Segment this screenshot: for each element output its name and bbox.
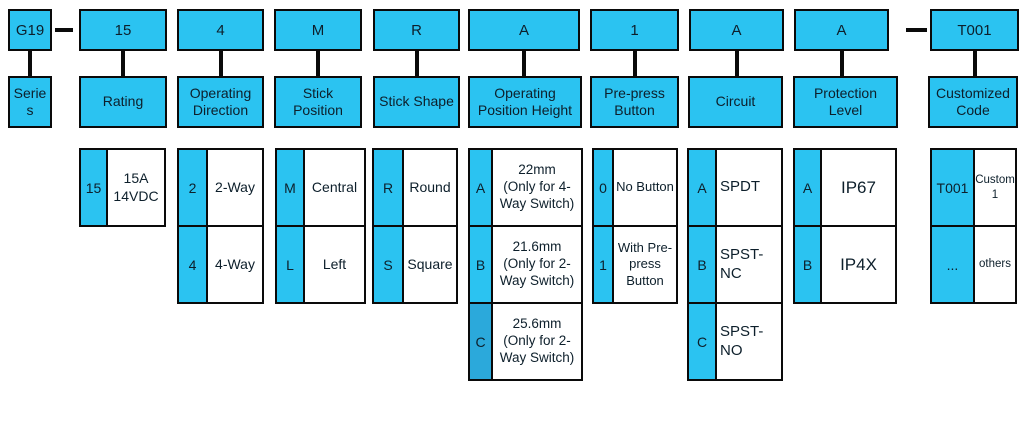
option-desc-operating-position-height-1: 21.6mm (Only for 2-Way Switch): [493, 227, 581, 302]
label-series: Series: [8, 76, 52, 128]
option-desc-stick-shape-1: Square: [404, 227, 456, 302]
code-box-protection-level: A: [794, 9, 889, 51]
connector-stub-circuit: [734, 50, 739, 76]
option-code-operating-position-height-2: C: [470, 304, 493, 379]
code-box-operating-direction: 4: [177, 9, 264, 51]
option-code-stick-position-0: M: [277, 150, 305, 225]
option-code-circuit-0: A: [689, 150, 717, 225]
option-code-protection-level-0: A: [795, 150, 822, 225]
option-desc-customized-code-0: Custom 1: [975, 150, 1015, 225]
option-desc-circuit-1: SPST-NC: [717, 227, 781, 302]
option-desc-stick-position-1: Left: [305, 227, 364, 302]
option-code-customized-code-1: ...: [932, 227, 975, 302]
code-box-pre-press-button: 1: [590, 9, 679, 51]
option-code-operating-direction-0: 2: [179, 150, 208, 225]
option-desc-customized-code-1: others: [975, 227, 1015, 302]
option-code-stick-shape-1: S: [374, 227, 404, 302]
option-code-operating-direction-1: 4: [179, 227, 208, 302]
option-code-customized-code-0: T001: [932, 150, 975, 225]
option-code-circuit-2: C: [689, 304, 717, 379]
code-box-stick-position: M: [274, 9, 362, 51]
option-desc-operating-position-height-2: 25.6mm (Only for 2-Way Switch): [493, 304, 581, 379]
code-box-series: G19: [8, 9, 52, 51]
code-box-operating-position-height: A: [468, 9, 580, 51]
option-desc-rating-0: 15A 14VDC: [108, 150, 164, 225]
option-code-operating-position-height-1: B: [470, 227, 493, 302]
option-desc-pre-press-button-0: No Button: [614, 150, 676, 225]
option-row-customized-code-1: ...others: [932, 227, 1015, 302]
connector-stub-stick-position: [316, 50, 320, 76]
code-box-rating: 15: [79, 9, 167, 51]
label-operating-position-height: Operating Position Height: [468, 76, 582, 128]
label-stick-shape: Stick Shape: [373, 76, 460, 128]
option-desc-operating-position-height-0: 22mm (Only for 4-Way Switch): [493, 150, 581, 225]
option-code-rating-0: 15: [81, 150, 108, 225]
option-desc-pre-press-button-1: With Pre-press Button: [614, 227, 676, 302]
label-operating-direction: Operating Direction: [177, 76, 264, 128]
connector-dash-0: [55, 28, 73, 32]
connector-stub-pre-press-button: [632, 50, 637, 76]
connector-stub-operating-position-height: [522, 50, 526, 76]
label-rating: Rating: [79, 76, 167, 128]
label-protection-level: Protection Level: [793, 76, 898, 128]
label-pre-press-button: Pre-press Button: [590, 76, 679, 128]
code-box-circuit: A: [689, 9, 784, 51]
option-code-circuit-1: B: [689, 227, 717, 302]
option-code-pre-press-button-1: 1: [594, 227, 614, 302]
option-code-stick-shape-0: R: [374, 150, 404, 225]
option-code-pre-press-button-0: 0: [594, 150, 614, 225]
option-code-stick-position-1: L: [277, 227, 305, 302]
connector-dash-1: [906, 28, 927, 32]
code-box-stick-shape: R: [373, 9, 460, 51]
option-code-operating-position-height-0: A: [470, 150, 493, 225]
connector-stub-customized-code: [972, 50, 977, 76]
option-desc-stick-position-0: Central: [305, 150, 364, 225]
option-desc-protection-level-0: IP67: [822, 150, 895, 225]
connector-stub-rating: [121, 50, 125, 76]
connector-stub-operating-direction: [218, 50, 223, 76]
option-code-protection-level-1: B: [795, 227, 822, 302]
connector-stub-protection-level: [839, 50, 844, 76]
option-desc-operating-direction-1: 4-Way: [208, 227, 262, 302]
option-desc-operating-direction-0: 2-Way: [208, 150, 262, 225]
option-desc-circuit-2: SPST-NO: [717, 304, 781, 379]
label-stick-position: Stick Position: [274, 76, 362, 128]
option-desc-stick-shape-0: Round: [404, 150, 456, 225]
option-desc-protection-level-1: IP4X: [822, 227, 895, 302]
code-box-customized-code: T001: [930, 9, 1019, 51]
label-customized-code: Customized Code: [928, 76, 1018, 128]
label-circuit: Circuit: [688, 76, 783, 128]
connector-stub-series: [28, 50, 32, 76]
connector-stub-stick-shape: [414, 50, 419, 76]
option-desc-circuit-0: SPDT: [717, 150, 781, 225]
